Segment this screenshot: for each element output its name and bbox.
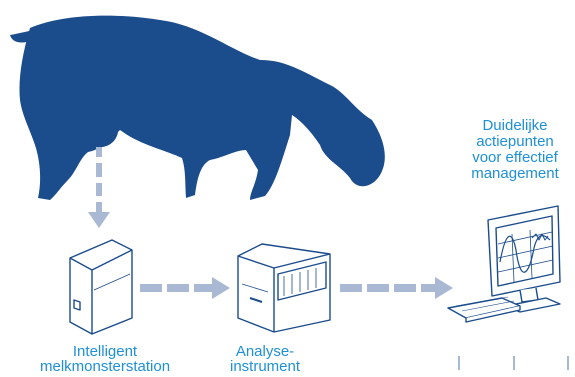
arrow-instrument-to-computer: [340, 277, 453, 299]
tick-marks: [458, 356, 569, 370]
milk-tube-arrowhead: [88, 212, 110, 228]
cow-udder: [85, 124, 118, 148]
label-analysis-instrument: Analyse- instrument: [229, 343, 301, 375]
milk-sampling-station-icon: [69, 239, 133, 335]
cow-body: [19, 15, 385, 200]
cow-tail: [10, 30, 34, 43]
arrow-station-to-instrument: [140, 277, 230, 299]
label-action-points: Duidelijke actiepunten voor effectief ma…: [471, 117, 559, 182]
analysis-instrument-icon: [237, 243, 331, 333]
cow-icon: [10, 15, 385, 200]
label-milk-sampling-station: Intelligent melkmonsterstation: [40, 343, 171, 375]
computer-icon: [447, 205, 561, 323]
